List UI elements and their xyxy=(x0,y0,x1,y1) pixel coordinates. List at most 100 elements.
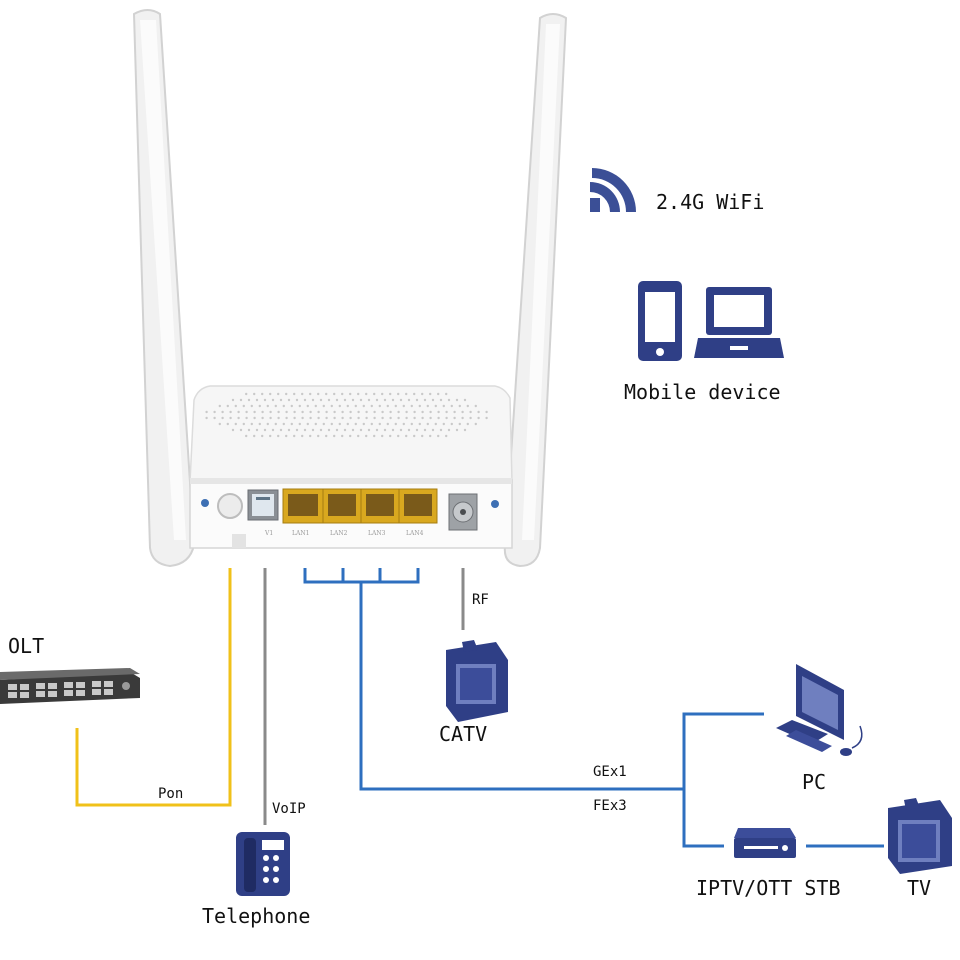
vent-dot xyxy=(319,398,323,402)
vent-dot xyxy=(389,392,392,396)
vent-dot xyxy=(474,404,477,408)
vent-dot xyxy=(415,398,419,402)
pc-label: PC xyxy=(802,770,827,794)
vent-dot xyxy=(477,410,480,414)
vent-dot xyxy=(405,434,408,438)
vent-dot xyxy=(402,422,405,426)
vent-dot xyxy=(447,428,451,432)
vent-dot xyxy=(338,404,341,408)
vent-dot xyxy=(455,428,459,432)
vent-dot xyxy=(325,434,328,438)
vent-dot xyxy=(378,422,381,426)
set-top-box-icon xyxy=(734,828,796,858)
vent-dot xyxy=(335,398,339,402)
vent-dot xyxy=(407,428,411,432)
vent-dot xyxy=(415,428,419,432)
pon-label: Pon xyxy=(158,786,184,802)
vent-dot xyxy=(343,428,347,432)
vent-dot xyxy=(226,404,229,408)
vent-dot xyxy=(271,398,275,402)
vent-dot xyxy=(242,422,245,426)
vent-dot xyxy=(421,392,424,396)
svg-text:LAN1: LAN1 xyxy=(292,530,309,537)
vent-dot xyxy=(269,410,272,414)
vent-dot xyxy=(285,416,288,420)
vent-dot xyxy=(247,428,251,432)
vent-dot xyxy=(325,416,328,420)
vent-dot xyxy=(261,392,264,396)
vent-dot xyxy=(229,410,232,414)
vent-dot xyxy=(413,410,416,414)
vent-dot xyxy=(458,422,461,426)
vent-dot xyxy=(429,416,432,420)
vent-dot xyxy=(421,410,424,414)
vent-dot xyxy=(221,410,224,414)
power-button-icon xyxy=(217,493,243,519)
vent-dot xyxy=(394,422,397,426)
tv-icon xyxy=(888,798,952,874)
vent-dot xyxy=(274,404,277,408)
vent-dot xyxy=(423,398,427,402)
vent-dot xyxy=(285,392,288,396)
vent-dot xyxy=(386,422,389,426)
vent-dot xyxy=(282,422,285,426)
pon-line xyxy=(75,568,232,807)
vent-dot xyxy=(402,404,405,408)
vent-dot xyxy=(205,416,208,420)
vent-dot xyxy=(397,410,400,414)
vent-dot xyxy=(485,410,488,414)
vent-dot xyxy=(453,416,456,420)
vent-dot xyxy=(365,416,368,420)
onu-router: V1 LAN1 LAN2 LAN3 LAN4 xyxy=(132,9,568,568)
vent-dot xyxy=(253,410,256,414)
wifi-icon xyxy=(590,168,636,212)
vent-dot xyxy=(293,416,296,420)
vent-dot xyxy=(445,410,448,414)
wifi-label: 2.4G WiFi xyxy=(656,190,765,214)
vent-dot xyxy=(447,398,451,402)
vent-dot xyxy=(354,422,357,426)
laptop-icon xyxy=(694,287,784,358)
vent-dot xyxy=(477,416,480,420)
vent-dot xyxy=(461,410,464,414)
vent-dot xyxy=(325,410,328,414)
vent-dot xyxy=(287,428,291,432)
gex1-label: GEx1 xyxy=(593,764,627,780)
vent-dot xyxy=(277,434,280,438)
vent-dot xyxy=(234,404,237,408)
vent-dot xyxy=(351,398,355,402)
vent-dot xyxy=(290,404,293,408)
vent-dot xyxy=(399,398,403,402)
vent-dot xyxy=(282,404,285,408)
vent-dot xyxy=(338,422,341,426)
svg-text:LAN4: LAN4 xyxy=(406,530,424,537)
vent-dot xyxy=(250,422,253,426)
mobile-device-label: Mobile device xyxy=(624,380,781,404)
vent-dot xyxy=(317,410,320,414)
vent-dot xyxy=(239,398,243,402)
vent-dot xyxy=(413,434,416,438)
vent-dot xyxy=(357,392,360,396)
vent-dot xyxy=(266,404,269,408)
vent-dot xyxy=(431,428,435,432)
vent-dot xyxy=(327,398,331,402)
vent-dot xyxy=(271,428,275,432)
vent-dot xyxy=(245,416,248,420)
vent-dot xyxy=(397,416,400,420)
vent-dot xyxy=(453,410,456,414)
vent-dot xyxy=(218,422,221,426)
vent-dot xyxy=(351,428,355,432)
vent-dot xyxy=(309,434,312,438)
vent-dot xyxy=(293,434,296,438)
vent-dot xyxy=(426,404,429,408)
vent-dot xyxy=(373,410,376,414)
svg-text:LAN3: LAN3 xyxy=(368,530,386,537)
vent-dot xyxy=(407,398,411,402)
vent-dot xyxy=(469,410,472,414)
vent-dot xyxy=(375,428,379,432)
olt-device-icon xyxy=(0,668,140,704)
vent-dot xyxy=(317,416,320,420)
vent-dot xyxy=(455,398,459,402)
vent-dot xyxy=(266,422,269,426)
vent-dot xyxy=(245,434,248,438)
